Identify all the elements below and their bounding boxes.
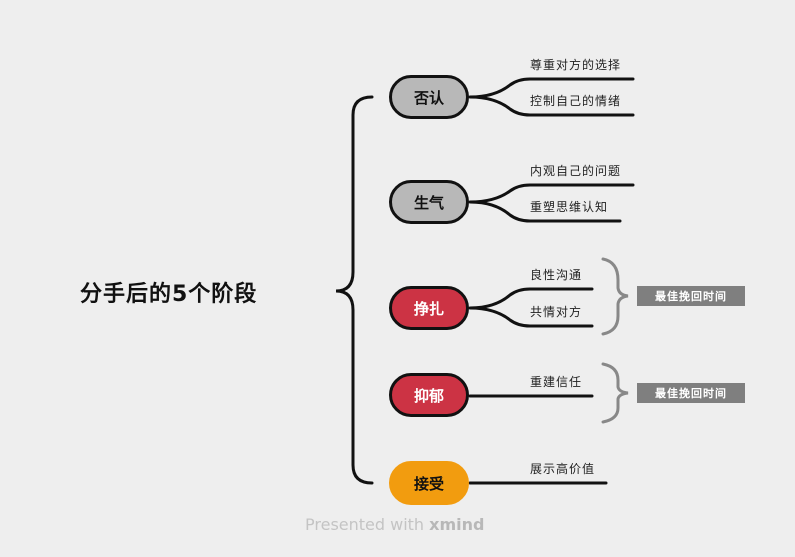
subtopic[interactable]: 共情对方: [530, 305, 583, 319]
root-brace: [335, 95, 374, 485]
subtopic[interactable]: 控制自己的情绪: [530, 94, 622, 108]
branch-fouren: [468, 77, 635, 117]
subtopic[interactable]: 内观自己的问题: [530, 164, 622, 178]
stage-node-zhengzha[interactable]: 挣扎: [389, 286, 469, 330]
subtopic[interactable]: 重建信任: [530, 375, 583, 389]
branch-shengqi: [468, 183, 635, 223]
summary-label[interactable]: 最佳挽回时间: [637, 383, 745, 403]
branch-zhengzha: [468, 287, 594, 328]
watermark: Presented with xmind: [305, 515, 484, 534]
subtopic[interactable]: 重塑思维认知: [530, 200, 609, 214]
subtopic[interactable]: 良性沟通: [530, 268, 583, 282]
stage-node-yiyu[interactable]: 抑郁: [389, 373, 469, 417]
watermark-prefix: Presented with: [305, 515, 425, 534]
central-topic[interactable]: 分手后的5个阶段: [80, 282, 258, 307]
watermark-brand: xmind: [429, 515, 485, 534]
summary-brace-2: [601, 362, 629, 424]
summary-label[interactable]: 最佳挽回时间: [637, 286, 745, 306]
stage-node-fouren[interactable]: 否认: [389, 75, 469, 119]
subtopic[interactable]: 尊重对方的选择: [530, 58, 622, 72]
stage-node-jieshou[interactable]: 接受: [389, 461, 469, 505]
summary-brace-1: [601, 257, 629, 336]
subtopic[interactable]: 展示高价值: [530, 462, 596, 476]
stage-node-shengqi[interactable]: 生气: [389, 180, 469, 224]
